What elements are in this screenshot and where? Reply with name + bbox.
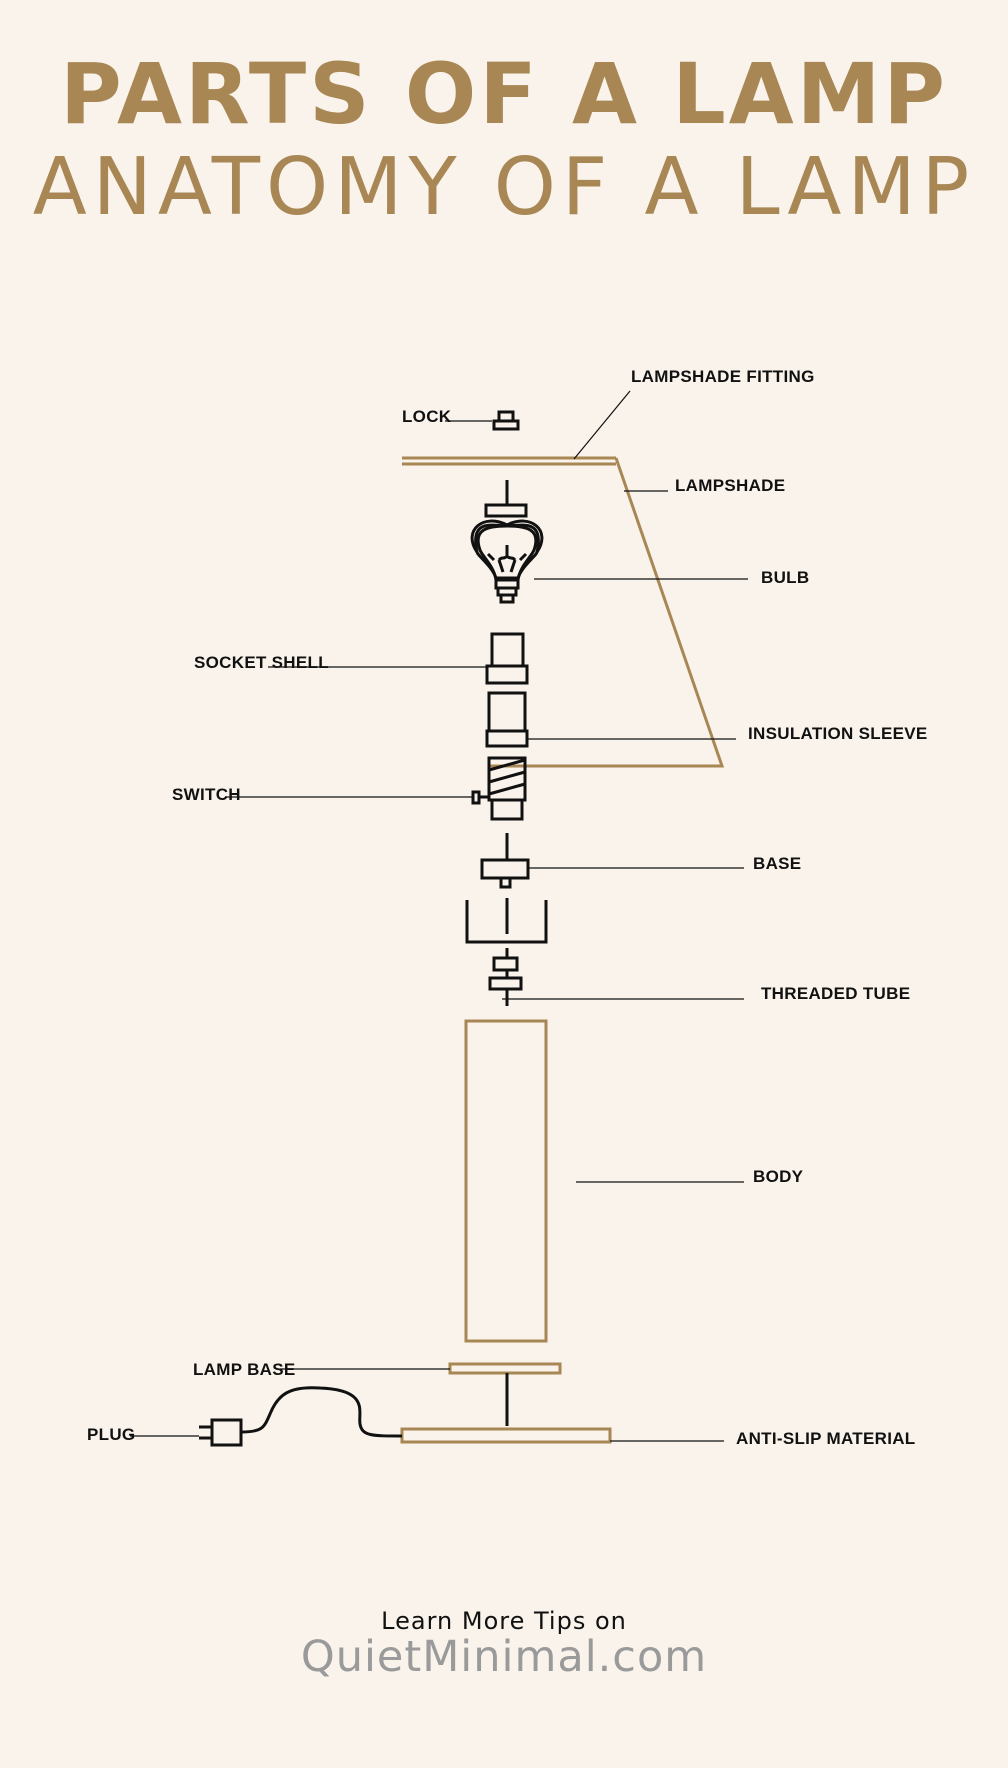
- lamp-base-part: [448, 1362, 562, 1375]
- label-base: BASE: [753, 854, 801, 873]
- socket-shell-part: [485, 632, 529, 685]
- label-insulation-sleeve: INSULATION SLEEVE: [748, 724, 928, 743]
- footer-tagline: Learn More Tips on: [381, 1607, 627, 1635]
- label-lock: LOCK: [402, 407, 452, 426]
- anti-slip-part: [400, 1427, 612, 1444]
- label-lampshade-fitting: LAMPSHADE FITTING: [631, 367, 815, 386]
- label-anti-slip: ANTI-SLIP MATERIAL: [736, 1429, 915, 1448]
- bulb-part: [470, 519, 544, 604]
- lampshade-shape: [402, 456, 725, 768]
- cup-part: [465, 898, 548, 958]
- threaded-tube-part: [488, 956, 523, 1006]
- label-socket-shell: SOCKET SHELL: [194, 653, 329, 672]
- leader-lines: [130, 390, 748, 1442]
- label-lampshade: LAMPSHADE: [675, 476, 785, 495]
- insulation-sleeve-part: [485, 691, 529, 748]
- label-bulb: BULB: [761, 568, 809, 587]
- label-lamp-base: LAMP BASE: [193, 1360, 296, 1379]
- page-subtitle: ANATOMY OF A LAMP: [32, 141, 976, 233]
- base-part: [480, 833, 530, 889]
- footer-site-link[interactable]: QuietMinimal.com: [300, 1632, 708, 1682]
- switch-part: [471, 756, 527, 821]
- body-part: [464, 1019, 548, 1343]
- plug-part: [199, 1386, 403, 1447]
- lock-part: [492, 410, 520, 431]
- label-threaded-tube: THREADED TUBE: [761, 984, 910, 1003]
- lampshade-fitting-part: [484, 480, 528, 518]
- leader-lampshade-fitting: [573, 390, 631, 460]
- label-body: BODY: [753, 1167, 804, 1186]
- page-title: PARTS OF A LAMP: [60, 45, 948, 143]
- label-plug: PLUG: [87, 1425, 135, 1444]
- label-switch: SWITCH: [172, 785, 241, 804]
